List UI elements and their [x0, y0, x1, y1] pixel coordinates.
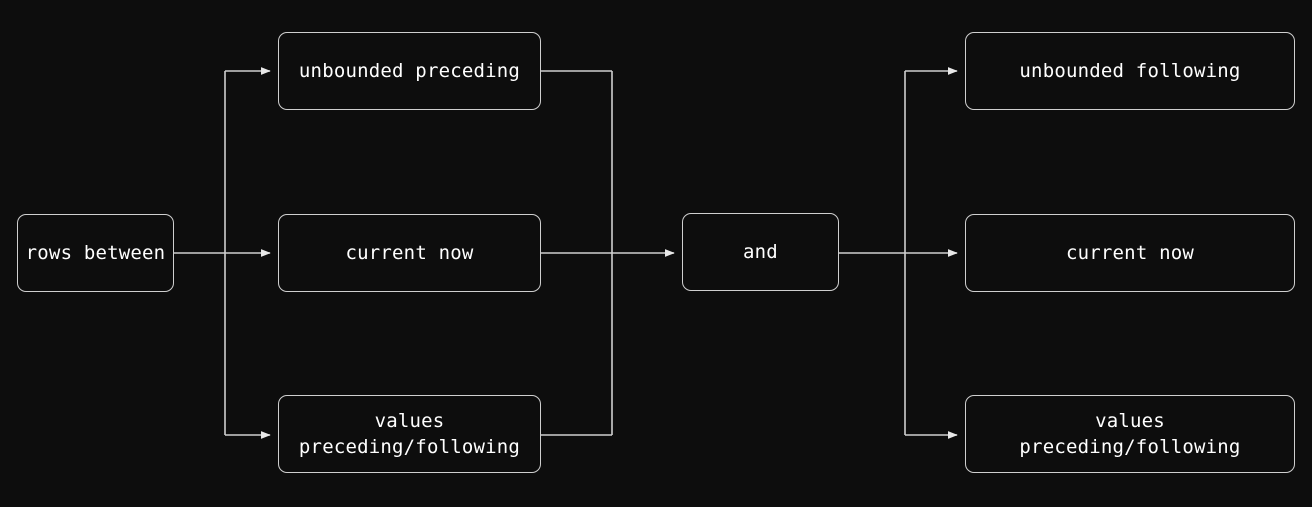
node-values-preceding-following-right[interactable]: values preceding/following: [965, 395, 1295, 473]
node-values-preceding-following-left[interactable]: values preceding/following: [278, 395, 541, 473]
node-values-preceding-following-right-label: values preceding/following: [1019, 410, 1241, 458]
node-unbounded-following-label: unbounded following: [1019, 60, 1241, 82]
node-rows-between[interactable]: rows between: [17, 214, 174, 292]
node-current-now-left-label: current now: [345, 242, 474, 264]
node-and-label: and: [743, 241, 778, 263]
node-current-now-left[interactable]: current now: [278, 214, 541, 292]
node-values-preceding-following-left-label: values preceding/following: [298, 410, 521, 458]
node-unbounded-preceding[interactable]: unbounded preceding: [278, 32, 541, 110]
node-current-now-right[interactable]: current now: [965, 214, 1295, 292]
node-rows-between-label: rows between: [25, 242, 166, 264]
node-current-now-right-label: current now: [1065, 242, 1195, 264]
node-unbounded-following[interactable]: unbounded following: [965, 32, 1295, 110]
node-and[interactable]: and: [682, 213, 839, 291]
node-unbounded-preceding-label: unbounded preceding: [298, 60, 521, 82]
